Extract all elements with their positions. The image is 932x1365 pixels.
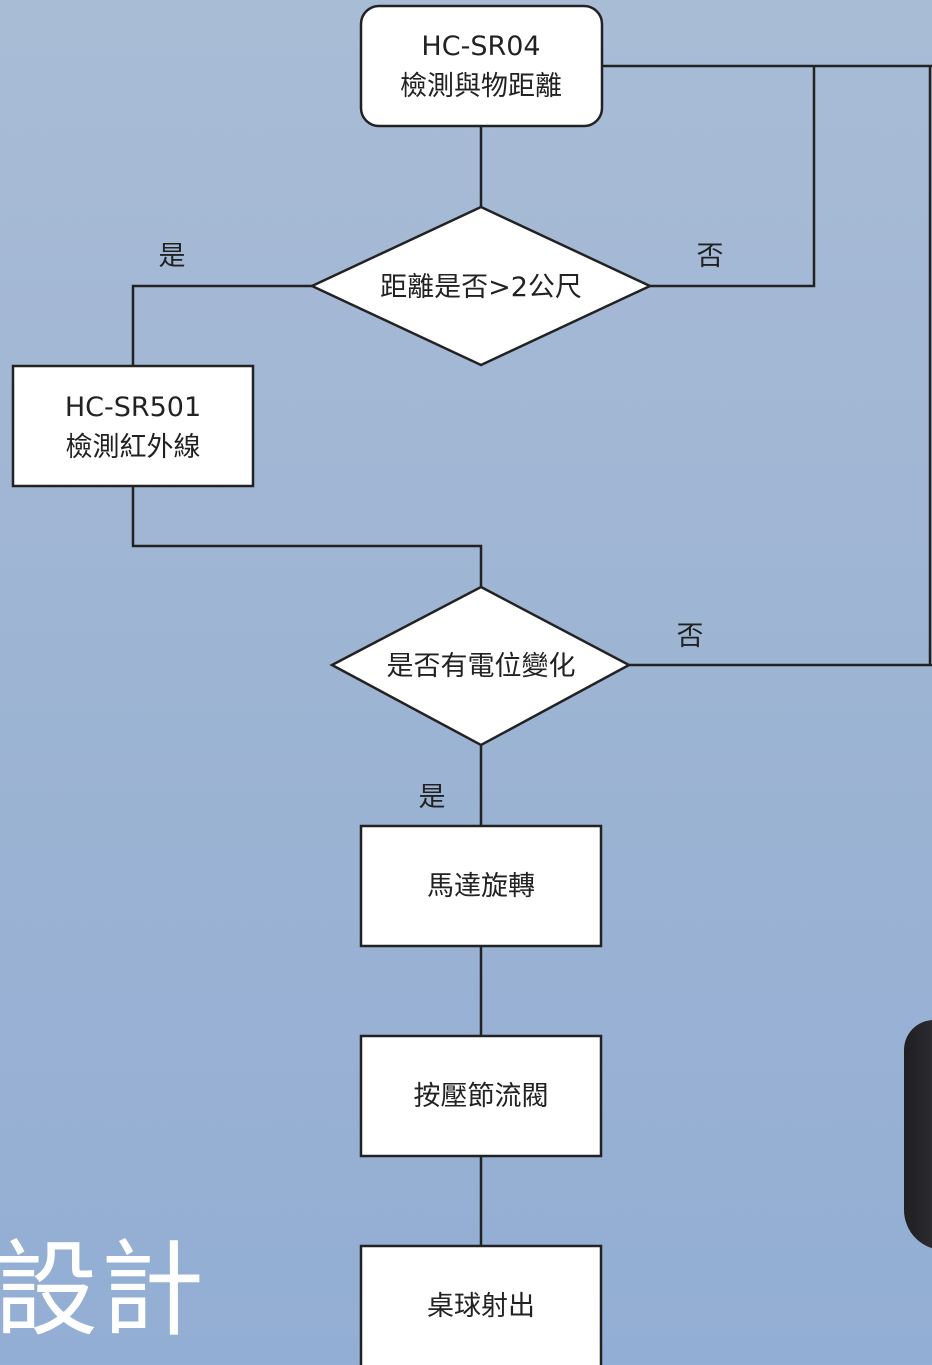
node-valve-label: 按壓節流閥 <box>414 1081 549 1112</box>
node-distance-label: 距離是否>2公尺 <box>380 272 582 303</box>
node-motor-label: 馬達旋轉 <box>427 871 535 902</box>
node-sr04-line1: HC-SR04 <box>421 31 540 62</box>
node-voltage-decision: 是否有電位變化 <box>329 585 632 747</box>
node-shoot-label: 桌球射出 <box>427 1291 535 1322</box>
edge-distance-yes <box>131 284 312 366</box>
label-voltage-yes: 是 <box>419 782 446 813</box>
connectors <box>131 64 932 1246</box>
node-sr04: HC-SR04 檢測與物距離 <box>359 4 604 128</box>
label-distance-no: 否 <box>697 241 724 272</box>
node-distance-decision: 距離是否>2公尺 <box>309 205 653 367</box>
background-title-fragment: 設計 <box>0 1229 207 1351</box>
node-sr501-line2: 檢測紅外線 <box>66 432 201 463</box>
node-motor: 馬達旋轉 <box>359 824 603 948</box>
node-sr501-line1: HC-SR501 <box>65 392 201 423</box>
node-voltage-label: 是否有電位變化 <box>387 651 576 682</box>
edge-sr501-to-voltage <box>131 486 483 587</box>
edge-distance-no-loop <box>650 66 816 288</box>
node-shoot: 桌球射出 <box>359 1244 603 1365</box>
device-edge-decoration <box>904 1020 932 1250</box>
label-voltage-no: 否 <box>677 621 704 652</box>
node-valve: 按壓節流閥 <box>359 1034 603 1158</box>
label-distance-yes: 是 <box>159 241 186 272</box>
node-sr04-line2: 檢測與物距離 <box>400 71 562 102</box>
node-sr501: HC-SR501 檢測紅外線 <box>11 364 255 488</box>
